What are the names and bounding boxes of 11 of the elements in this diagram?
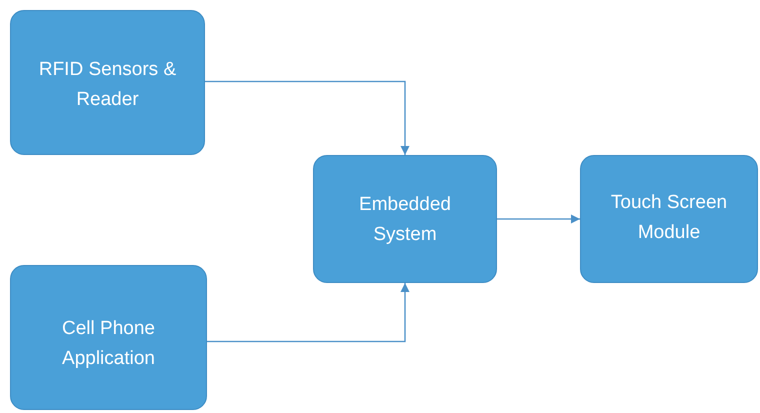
arrow: [497, 214, 580, 224]
box-label: Embedded System: [358, 193, 452, 247]
box-label: RFID Sensors & Reader: [38, 58, 178, 112]
process-box: [580, 155, 758, 283]
arrow: [207, 283, 410, 342]
box-label: Touch Screen Module: [610, 191, 728, 245]
box-label: Cell Phone Application: [61, 317, 156, 371]
process-box: [10, 10, 205, 155]
process-box: [10, 265, 207, 410]
process-box: [313, 155, 497, 283]
arrow: [205, 80, 410, 155]
